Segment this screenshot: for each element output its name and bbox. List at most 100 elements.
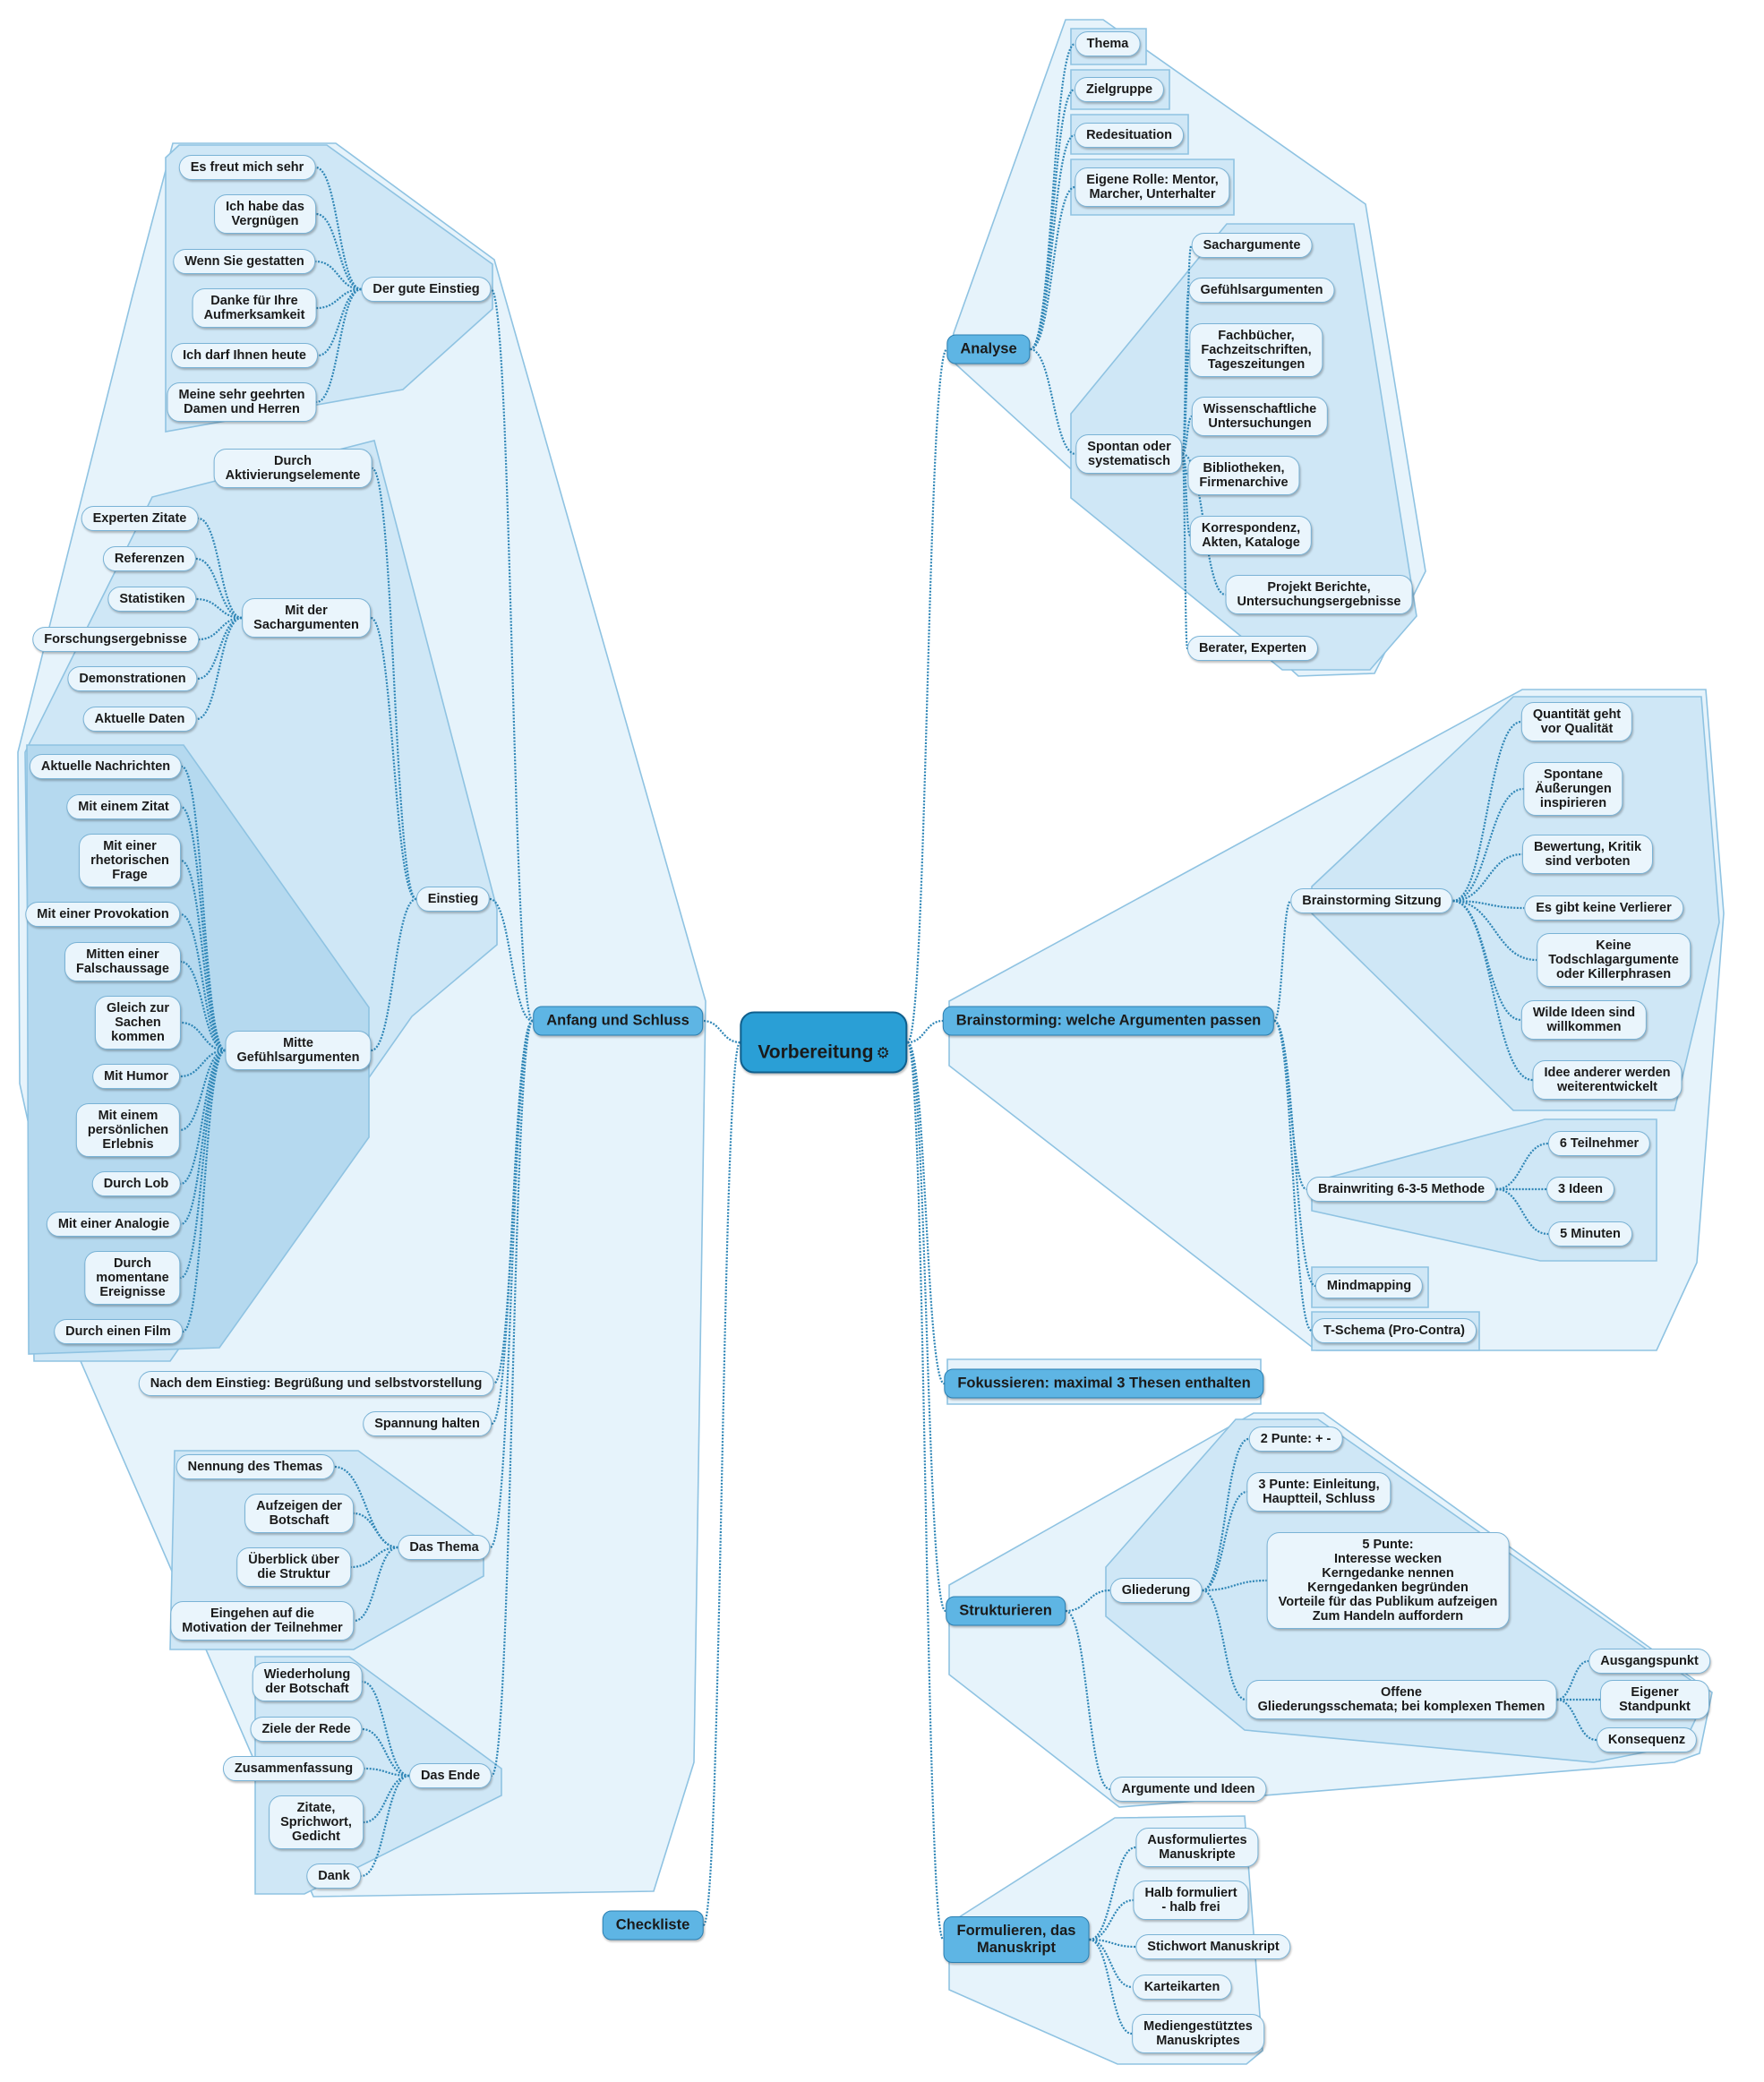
spontan-sachargumente[interactable]: Sachargumente <box>1191 233 1313 258</box>
spontan-berater[interactable]: Berater, Experten <box>1186 636 1319 661</box>
thema-eingehen[interactable]: Eingehen auf die Motivation der Teilnehm… <box>170 1601 355 1641</box>
thema-ueberblick[interactable]: Überblick über die Struktur <box>236 1547 351 1587</box>
gliederung-2-punkte[interactable]: 2 Punte: + - <box>1248 1427 1343 1452</box>
root-node[interactable]: Vorbereitung⚙ <box>740 1011 908 1074</box>
root-label: Vorbereitung <box>758 1041 874 1063</box>
offene-konsequenz[interactable]: Konsequenz <box>1596 1727 1698 1752</box>
ende-dank[interactable]: Dank <box>306 1864 362 1889</box>
analyse-zielgruppe[interactable]: Zielgruppe <box>1074 77 1165 102</box>
sach-aktuelle-daten[interactable]: Aktuelle Daten <box>82 707 197 732</box>
connector-sitzung-spontane <box>1452 787 1524 903</box>
brainwriting-6-teilnehmer[interactable]: 6 Teilnehmer <box>1547 1131 1651 1156</box>
strukturieren-argumente-ideen[interactable]: Argumente und Ideen <box>1109 1777 1267 1802</box>
spontan-gefuehlsargumenten[interactable]: Gefühlsargumenten <box>1188 278 1335 303</box>
mitte-lob[interactable]: Durch Lob <box>91 1171 181 1196</box>
ende-zitate[interactable]: Zitate, Sprichwort, Gedicht <box>269 1795 364 1849</box>
topic-anfang-schluss[interactable]: Anfang und Schluss <box>533 1006 703 1036</box>
offene-ausgangspunkt[interactable]: Ausgangspunkt <box>1588 1649 1710 1674</box>
spontan-wissenschaftliche[interactable]: Wissenschaftliche Untersuchungen <box>1191 397 1329 436</box>
gute-danke[interactable]: Danke für Ihre Aufmerksamkeit <box>192 288 317 328</box>
gute-vergnuegen[interactable]: Ich habe das Vergnügen <box>214 194 316 234</box>
formulieren-halb[interactable]: Halb formuliert - halb frei <box>1133 1881 1249 1920</box>
connector-anfang-gute <box>490 287 535 1023</box>
spontan-fachbuecher[interactable]: Fachbücher, Fachzeitschriften, Tageszeit… <box>1189 323 1323 377</box>
ende-wiederholung[interactable]: Wiederholung der Botschaft <box>252 1662 363 1701</box>
mitte-provokation[interactable]: Mit einer Provokation <box>25 902 181 927</box>
einstieg-mitte-gefuehl[interactable]: Mitte Gefühlsargumenten <box>225 1031 372 1070</box>
connector-root-anfang <box>702 1019 741 1044</box>
mitte-film[interactable]: Durch einen Film <box>54 1319 183 1344</box>
anfang-spannung[interactable]: Spannung halten <box>363 1411 492 1436</box>
topic-formulieren[interactable]: Formulieren, das Manuskript <box>943 1916 1090 1963</box>
gute-gestatten[interactable]: Wenn Sie gestatten <box>173 249 316 274</box>
topic-analyse[interactable]: Analyse <box>946 334 1031 364</box>
gute-damen[interactable]: Meine sehr geehrten Damen und Herren <box>167 382 317 422</box>
gliederung-3-punkte[interactable]: 3 Punte: Einleitung, Hauptteil, Schluss <box>1246 1472 1392 1512</box>
connector-form-kartei <box>1089 1938 1133 1989</box>
brainwriting-5-minuten[interactable]: 5 Minuten <box>1548 1221 1632 1247</box>
anfang-einstieg[interactable]: Einstieg <box>415 887 491 912</box>
brainstorming-sitzung[interactable]: Brainstorming Sitzung <box>1290 888 1453 913</box>
gliederung-5-punkte[interactable]: 5 Punte: Interesse wecken Kerngedanke ne… <box>1266 1532 1510 1629</box>
einstieg-sachargumenten[interactable]: Mit der Sachargumenten <box>242 598 371 638</box>
analyse-eigene-rolle[interactable]: Eigene Rolle: Mentor, Marcher, Unterhalt… <box>1075 167 1230 207</box>
thema-aufzeigen[interactable]: Aufzeigen der Botschaft <box>244 1494 354 1533</box>
spontan-bibliotheken[interactable]: Bibliotheken, Firmenarchive <box>1187 456 1300 495</box>
analyse-spontan-systematisch[interactable]: Spontan oder systematisch <box>1075 434 1183 474</box>
mitte-rhetorisch[interactable]: Mit einer rhetorischen Frage <box>79 834 181 887</box>
connector-gute-gest <box>315 260 362 291</box>
brainwriting-3-ideen[interactable]: 3 Ideen <box>1546 1177 1614 1202</box>
mitte-zitat[interactable]: Mit einem Zitat <box>66 794 181 819</box>
anfang-das-ende[interactable]: Das Ende <box>408 1763 492 1788</box>
sach-forschung[interactable]: Forschungsergebnisse <box>32 627 199 652</box>
thema-nennung[interactable]: Nennung des Themas <box>176 1454 335 1479</box>
sitzung-idee-anderer[interactable]: Idee anderer werden weiterentwickelt <box>1532 1060 1683 1100</box>
gliederung-offene[interactable]: Offene Gliederungsschemata; bei komplexe… <box>1246 1680 1557 1719</box>
offene-eigener-standpunkt[interactable]: Eigener Standpunkt <box>1600 1680 1709 1719</box>
anfang-das-thema[interactable]: Das Thema <box>398 1535 491 1560</box>
mitte-humor[interactable]: Mit Humor <box>92 1064 180 1089</box>
formulieren-stichwort[interactable]: Stichwort Manuskript <box>1135 1934 1291 1959</box>
topic-checkliste[interactable]: Checkliste <box>602 1910 704 1941</box>
mitte-nachrichten[interactable]: Aktuelle Nachrichten <box>29 754 183 779</box>
anfang-gute-einstieg[interactable]: Der gute Einstieg <box>361 277 492 302</box>
sach-statistiken[interactable]: Statistiken <box>107 587 197 612</box>
brainstorming-tschema[interactable]: T-Schema (Pro-Contra) <box>1312 1318 1477 1343</box>
sitzung-bewertung[interactable]: Bewertung, Kritik sind verboten <box>1521 835 1654 874</box>
formulieren-mediengestuetzt[interactable]: Mediengestütztes Manuskriptes <box>1132 2014 1264 2053</box>
sach-experten[interactable]: Experten Zitate <box>81 506 199 531</box>
sitzung-todschlag[interactable]: Keine Todschlagargumente oder Killerphra… <box>1537 933 1691 987</box>
anfang-nach-einstieg[interactable]: Nach dem Einstieg: Begrüßung und selbstv… <box>138 1371 494 1396</box>
einstieg-aktivierung[interactable]: Durch Aktivierungselemente <box>213 449 372 488</box>
spontan-projekt[interactable]: Projekt Berichte, Untersuchungsergebniss… <box>1225 575 1413 614</box>
gute-freut[interactable]: Es freut mich sehr <box>178 155 316 180</box>
topic-fokussieren[interactable]: Fokussieren: maximal 3 Thesen enthalten <box>944 1368 1264 1399</box>
sitzung-quantitaet[interactable]: Quantität geht vor Qualität <box>1520 702 1633 741</box>
mitte-erlebnis[interactable]: Mit einem persönlichen Erlebnis <box>75 1103 181 1157</box>
boundary-mitte <box>26 744 370 1355</box>
sitzung-spontane[interactable]: Spontane Äußerungen inspirieren <box>1523 762 1623 816</box>
brainstorming-mindmapping[interactable]: Mindmapping <box>1314 1273 1424 1298</box>
topic-strukturieren[interactable]: Strukturieren <box>946 1596 1066 1626</box>
mitte-falschaussage[interactable]: Mitten einer Falschaussage <box>64 942 181 981</box>
sitzung-verlierer[interactable]: Es gibt keine Verlierer <box>1524 895 1683 921</box>
mitte-gleich-zur-sache[interactable]: Gleich zur Sachen kommen <box>94 996 182 1050</box>
ende-ziele[interactable]: Ziele der Rede <box>250 1717 363 1742</box>
analyse-redesituation[interactable]: Redesituation <box>1075 123 1184 148</box>
sitzung-wilde-ideen[interactable]: Wilde Ideen sind willkommen <box>1520 1000 1648 1040</box>
formulieren-ausformuliert[interactable]: Ausformuliertes Manuskripte <box>1135 1828 1259 1867</box>
connector-analyse-zielgruppe <box>1029 88 1075 351</box>
strukturieren-gliederung[interactable]: Gliederung <box>1109 1578 1203 1603</box>
mitte-analogie[interactable]: Mit einer Analogie <box>46 1212 182 1237</box>
spontan-korrespondenz[interactable]: Korrespondenz, Akten, Kataloge <box>1189 516 1313 555</box>
topic-brainstorming[interactable]: Brainstorming: welche Argumenten passen <box>942 1006 1275 1036</box>
mitte-momentane[interactable]: Durch momentane Ereignisse <box>84 1251 181 1305</box>
connector-anfang-ende <box>490 1019 535 1778</box>
formulieren-karteikarten[interactable]: Karteikarten <box>1132 1975 1232 2000</box>
brainstorming-brainwriting[interactable]: Brainwriting 6-3-5 Methode <box>1306 1177 1497 1202</box>
sach-referenzen[interactable]: Referenzen <box>102 546 197 571</box>
analyse-thema[interactable]: Thema <box>1075 31 1141 56</box>
ende-zusammenfassung[interactable]: Zusammenfassung <box>222 1756 365 1781</box>
sach-demonstrationen[interactable]: Demonstrationen <box>67 666 198 691</box>
gute-darf[interactable]: Ich darf Ihnen heute <box>171 343 318 368</box>
